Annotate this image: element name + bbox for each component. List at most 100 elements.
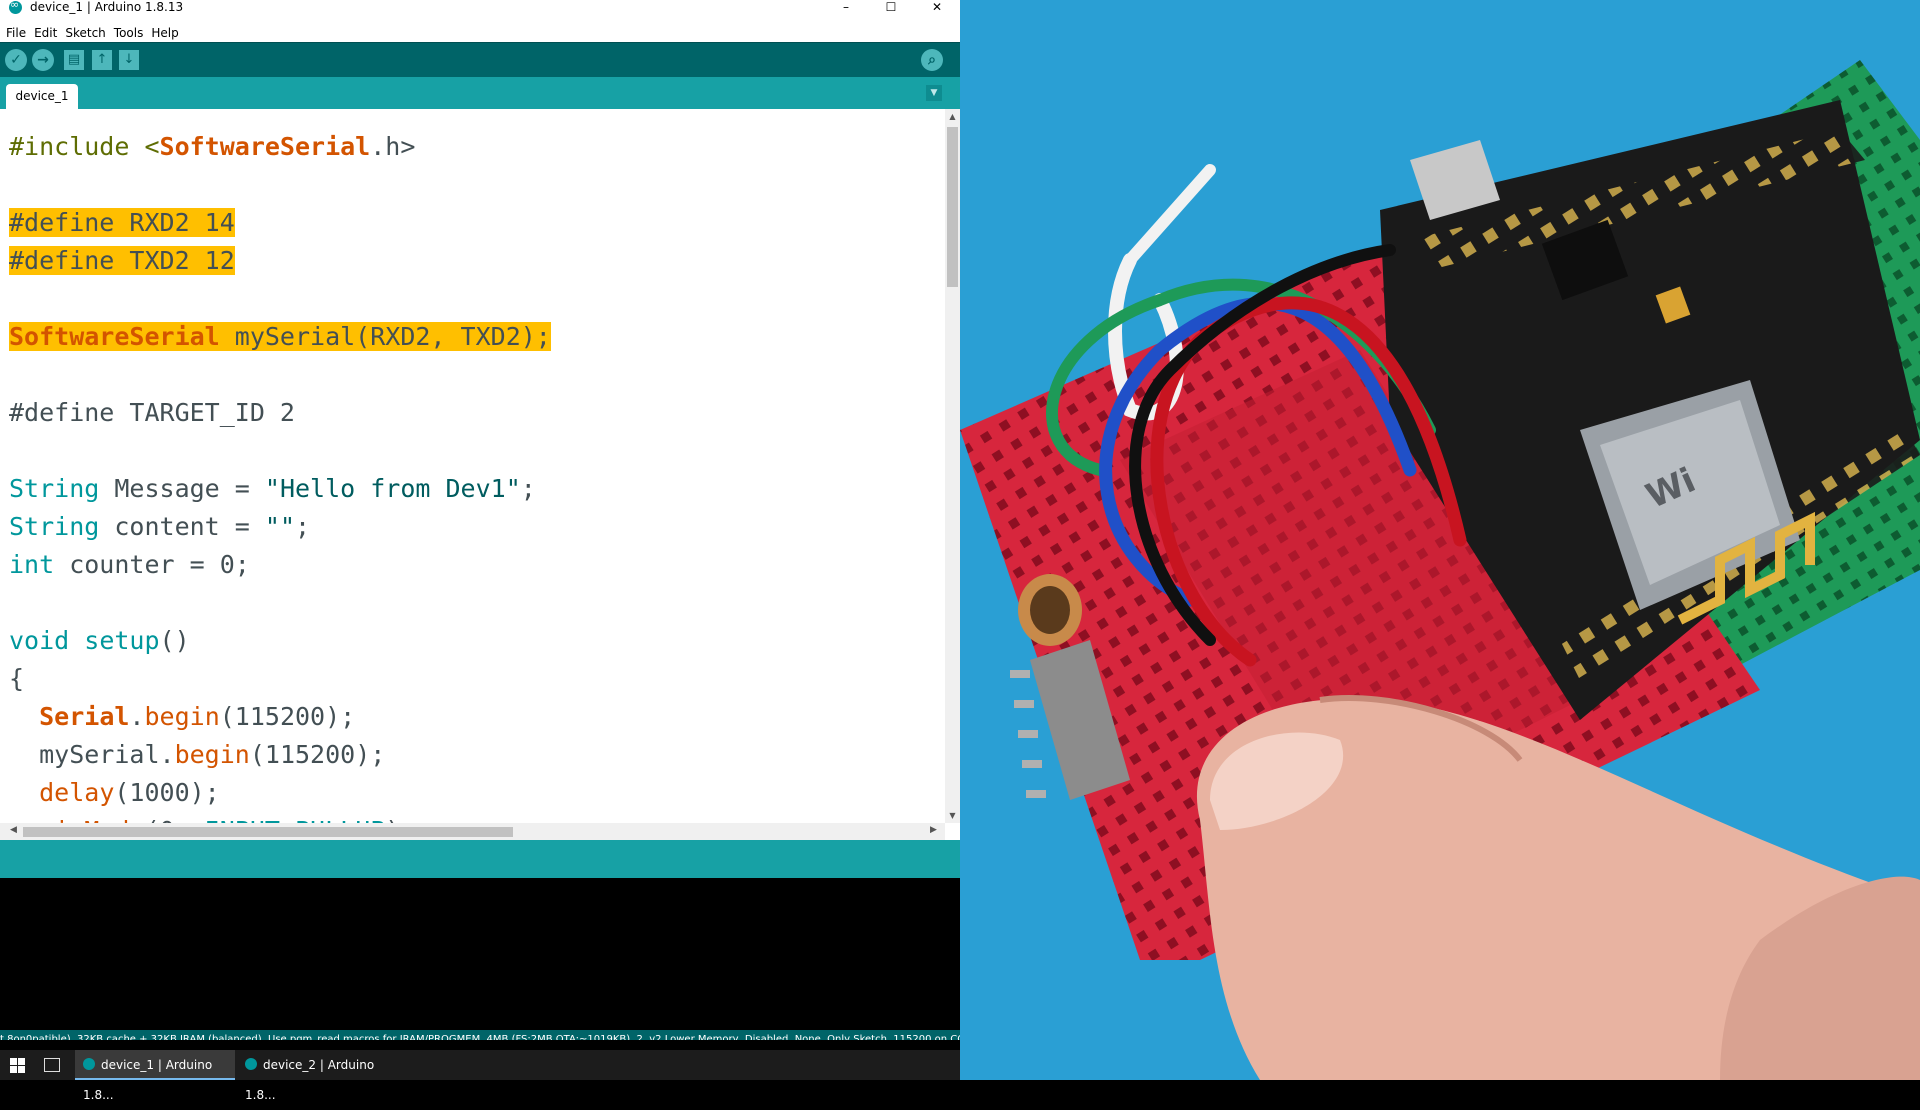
usb-chip bbox=[1541, 219, 1629, 301]
open-sketch-button[interactable]: ↑ bbox=[92, 50, 112, 70]
code-token: int bbox=[9, 550, 55, 579]
task-view-icon[interactable] bbox=[44, 1058, 60, 1072]
taskbar-item-device-1[interactable]: device_1 | Arduino 1.8... bbox=[75, 1050, 235, 1102]
white-wire bbox=[1108, 253, 1184, 421]
close-button[interactable]: ✕ bbox=[931, 0, 943, 14]
code-line[interactable]: Serial.begin(115200); bbox=[9, 699, 355, 735]
code-token: (1000); bbox=[114, 778, 220, 807]
menu-bar: File Edit Sketch Tools Help bbox=[0, 22, 960, 42]
second-finger bbox=[1720, 876, 1920, 1080]
code-line[interactable]: String content = ""; bbox=[9, 509, 310, 545]
output-console[interactable] bbox=[0, 878, 960, 1030]
code-line[interactable]: #include <SoftwareSerial.h> bbox=[9, 129, 415, 165]
menu-edit[interactable]: Edit bbox=[34, 26, 58, 40]
code-token: String bbox=[9, 512, 100, 541]
code-token: content = bbox=[99, 512, 265, 541]
title-bar[interactable]: device_1 | Arduino 1.8.13 – ☐ ✕ bbox=[0, 0, 960, 15]
code-token: ; bbox=[520, 474, 536, 503]
start-button[interactable] bbox=[10, 1058, 26, 1074]
code-token: mySerial(RXD2, TXD2); bbox=[219, 322, 551, 351]
tab-device-1[interactable]: device_1 bbox=[6, 84, 78, 109]
code-token: SoftwareSerial bbox=[159, 132, 371, 161]
code-token: #include < bbox=[9, 132, 160, 161]
code-token bbox=[9, 702, 39, 731]
board-info-bar: t 8on0patible), 32KB cache + 32KB IRAM (… bbox=[0, 1030, 960, 1040]
code-token: { bbox=[9, 664, 25, 693]
code-line[interactable]: #define TARGET_ID 2 bbox=[9, 395, 295, 431]
horizontal-scroll-thumb[interactable] bbox=[23, 827, 513, 837]
taskbar-item-label: device_2 | Arduino 1.8... bbox=[245, 1058, 375, 1102]
scroll-down-arrow-icon[interactable]: ▼ bbox=[949, 811, 956, 820]
code-line[interactable]: mySerial.begin(115200); bbox=[9, 737, 385, 773]
code-editor[interactable]: #include <SoftwareSerial.h>#define RXD2 … bbox=[0, 109, 945, 823]
code-token: begin bbox=[174, 740, 250, 769]
usb-port bbox=[1410, 140, 1500, 220]
code-token: pinMode bbox=[39, 816, 144, 823]
verify-button[interactable]: ✓ bbox=[5, 49, 27, 71]
scroll-left-arrow-icon[interactable]: ◀ bbox=[10, 825, 17, 835]
code-token: INPUT_PULLUP bbox=[205, 816, 386, 823]
code-token: .h> bbox=[370, 132, 416, 161]
status-bar bbox=[0, 840, 960, 878]
code-token: setup bbox=[84, 626, 160, 655]
code-line[interactable]: pinMode(0, INPUT_PULLUP); bbox=[9, 813, 415, 823]
maximize-button[interactable]: ☐ bbox=[885, 0, 897, 14]
vertical-scrollbar[interactable]: ▲ ▼ bbox=[945, 109, 960, 823]
code-token: Serial bbox=[39, 702, 130, 731]
code-token: . bbox=[129, 702, 145, 731]
code-token bbox=[9, 816, 39, 823]
taskbar-item-label: device_1 | Arduino 1.8... bbox=[83, 1058, 213, 1102]
code-line[interactable]: SoftwareSerial mySerial(RXD2, TXD2); bbox=[9, 319, 551, 355]
code-line[interactable]: #define RXD2 14 bbox=[9, 205, 235, 241]
slide-switch bbox=[1030, 640, 1130, 800]
breadboard-photo-illustration: Wi bbox=[960, 0, 1920, 1080]
code-token: SoftwareSerial bbox=[9, 322, 220, 351]
code-token: void bbox=[9, 626, 70, 655]
tab-menu-button[interactable]: ▼ bbox=[926, 85, 942, 101]
black-wire bbox=[1129, 244, 1396, 646]
arduino-app-icon bbox=[245, 1058, 257, 1070]
code-line[interactable]: int counter = 0; bbox=[9, 547, 250, 583]
code-line[interactable]: #define TXD2 12 bbox=[9, 243, 235, 279]
serial-monitor-button[interactable]: ⌕ bbox=[921, 49, 943, 71]
code-token bbox=[69, 626, 84, 655]
new-sketch-button[interactable]: ▤ bbox=[64, 50, 84, 70]
code-line[interactable]: delay(1000); bbox=[9, 775, 220, 811]
code-token: (115200); bbox=[249, 740, 386, 769]
save-sketch-button[interactable]: ↓ bbox=[119, 50, 139, 70]
code-line[interactable]: { bbox=[9, 661, 24, 697]
code-token: (115200); bbox=[219, 702, 356, 731]
code-token: "" bbox=[264, 512, 295, 541]
windows-taskbar: device_1 | Arduino 1.8... device_2 | Ard… bbox=[0, 1050, 960, 1102]
code-token: begin bbox=[144, 702, 220, 731]
menu-help[interactable]: Help bbox=[151, 26, 179, 40]
code-line[interactable]: void setup() bbox=[9, 623, 190, 659]
code-token: ; bbox=[295, 512, 311, 541]
scroll-right-arrow-icon[interactable]: ▶ bbox=[930, 825, 937, 835]
code-token: (0, bbox=[144, 816, 204, 823]
window-title: device_1 | Arduino 1.8.13 bbox=[30, 0, 184, 14]
arduino-ide-window: device_1 | Arduino 1.8.13 – ☐ ✕ File Edit… bbox=[0, 0, 960, 1040]
capacitor bbox=[1655, 286, 1691, 324]
horizontal-scrollbar[interactable]: ◀ ▶ bbox=[0, 823, 945, 840]
code-token: delay bbox=[39, 778, 115, 807]
tab-bar: device_1 ▼ bbox=[0, 77, 960, 109]
code-token: counter = 0; bbox=[54, 550, 250, 579]
code-token: #define TARGET_ID 2 bbox=[9, 398, 295, 427]
code-token: #define RXD2 14 bbox=[9, 208, 235, 237]
upload-button[interactable]: → bbox=[32, 49, 54, 71]
code-token: mySerial. bbox=[9, 740, 175, 769]
code-token bbox=[9, 778, 39, 807]
code-token: String bbox=[9, 474, 100, 503]
scroll-up-arrow-icon[interactable]: ▲ bbox=[949, 112, 956, 121]
menu-sketch[interactable]: Sketch bbox=[65, 26, 106, 40]
minimize-button[interactable]: – bbox=[843, 0, 849, 14]
menu-tools[interactable]: Tools bbox=[113, 26, 144, 40]
arduino-app-icon bbox=[9, 0, 22, 14]
code-token: "Hello from Dev1" bbox=[264, 474, 521, 503]
code-line[interactable]: String Message = "Hello from Dev1"; bbox=[9, 471, 536, 507]
fingernail bbox=[1210, 732, 1344, 830]
taskbar-item-device-2[interactable]: device_2 | Arduino 1.8... bbox=[237, 1050, 397, 1102]
menu-file[interactable]: File bbox=[6, 26, 27, 40]
vertical-scroll-thumb[interactable] bbox=[947, 127, 958, 287]
